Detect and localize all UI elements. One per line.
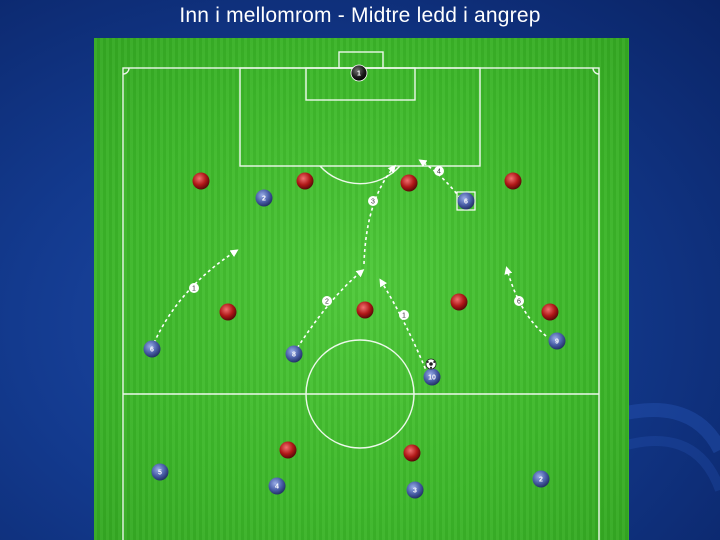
penalty-arc (319, 165, 401, 185)
defender-token (541, 303, 559, 321)
centre-circle (305, 339, 415, 449)
svg-text:6: 6 (150, 347, 154, 354)
run-label: 3 (368, 196, 378, 206)
svg-text:2: 2 (262, 196, 266, 203)
svg-text:2: 2 (325, 299, 329, 306)
pitch-lines (122, 51, 600, 540)
svg-text:10: 10 (428, 375, 436, 382)
run-label: 1 (399, 310, 409, 320)
svg-text:4: 4 (437, 169, 441, 176)
slide-title: Inn i mellomrom - Midtre ledd i angrep (179, 4, 541, 27)
run-arrow-left-wing (153, 249, 239, 344)
defender-token (450, 293, 468, 311)
defender-token (219, 303, 237, 321)
attacker-token-ball-carrier: 10 (423, 368, 441, 386)
run-label: 4 (434, 166, 444, 176)
run-arrow-right-wing (504, 266, 547, 337)
soccer-ball-icon (425, 358, 437, 370)
svg-text:2: 2 (539, 477, 543, 484)
goalkeeper-token: 1 (350, 64, 368, 82)
defender-token (400, 174, 418, 192)
attacker-token: 6 (143, 340, 161, 358)
defending-team (192, 172, 559, 462)
svg-text:4: 4 (275, 484, 279, 491)
attacker-token: 6 (457, 192, 475, 210)
svg-text:3: 3 (413, 488, 417, 495)
defender-token (279, 441, 297, 459)
svg-text:3: 3 (371, 199, 375, 206)
svg-text:6: 6 (517, 299, 521, 306)
attacker-token: 2 (255, 189, 273, 207)
svg-text:1: 1 (192, 286, 196, 293)
run-label: 2 (322, 296, 332, 306)
svg-text:8: 8 (292, 352, 296, 359)
defender-token (403, 444, 421, 462)
svg-text:6: 6 (464, 199, 468, 206)
attacking-team: 2 6 9 8 6 10 5 4 3 2 (143, 189, 566, 499)
run-arrow-far-right (418, 159, 465, 204)
attacker-token: 2 (532, 470, 550, 488)
run-labels: 1 2 1 6 3 4 (189, 166, 524, 320)
defender-token (356, 301, 374, 319)
corner-arc-right (592, 67, 600, 75)
defender-token (192, 172, 210, 190)
target-zone-marker (456, 191, 476, 211)
run-arrow-centre-forward (363, 164, 396, 265)
run-label: 6 (514, 296, 524, 306)
football-pitch: 1 2 1 6 3 4 1 2 (94, 38, 629, 540)
run-arrow-right-centre (379, 278, 431, 381)
defender-token (504, 172, 522, 190)
svg-text:1: 1 (357, 71, 361, 78)
run-arrows (153, 159, 547, 381)
penalty-box (239, 67, 481, 167)
corner-arc-left (122, 67, 130, 75)
svg-text:9: 9 (555, 339, 559, 346)
attacker-token: 9 (548, 332, 566, 350)
attacker-token: 4 (268, 477, 286, 495)
svg-text:5: 5 (158, 470, 162, 477)
svg-text:1: 1 (402, 313, 406, 320)
attacker-token: 5 (151, 463, 169, 481)
attacker-token: 3 (406, 481, 424, 499)
run-label: 1 (189, 283, 199, 293)
defender-token (296, 172, 314, 190)
pitch-diagram: 1 2 1 6 3 4 1 2 (122, 51, 600, 540)
run-arrow-left-centre (293, 269, 365, 354)
attacker-token: 8 (285, 345, 303, 363)
